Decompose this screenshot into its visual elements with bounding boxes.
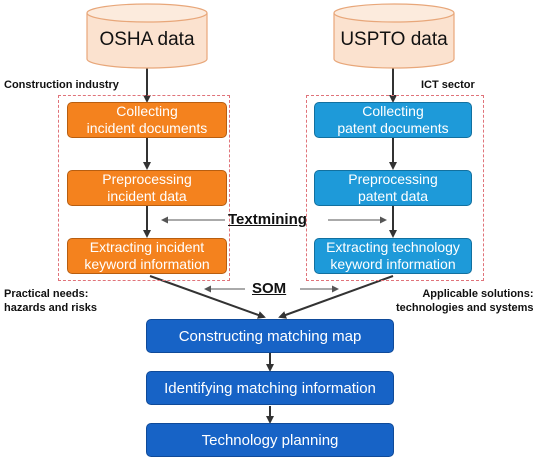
- collecting-incident-documents-box: Collecting incident documents: [67, 102, 227, 138]
- construction-group-frame: [58, 95, 230, 281]
- extracting-technology-keyword-box: Extracting technology keyword informatio…: [314, 238, 472, 274]
- uspto-data-label: USPTO data: [340, 29, 448, 50]
- som-label: SOM: [252, 280, 287, 297]
- constructing-matching-map-box: Constructing matching map: [146, 319, 394, 353]
- preprocessing-patent-data-box: Preprocessing patent data: [314, 170, 472, 206]
- practical-needs-caption: Practical needs: hazards and risks: [4, 288, 97, 314]
- textmining-label: Textmining: [228, 211, 307, 228]
- identifying-matching-information-box: Identifying matching information: [146, 371, 394, 405]
- ict-sector-caption: ICT sector: [421, 79, 475, 91]
- osha-data-label: OSHA data: [99, 29, 195, 50]
- ict-group-frame: [306, 95, 484, 281]
- uspto-database-icon: USPTO data: [333, 3, 455, 69]
- arrow-right-to-matching-map: [278, 275, 394, 319]
- technology-planning-box: Technology planning: [146, 423, 394, 457]
- arrow-left-to-matching-map: [149, 275, 266, 319]
- collecting-patent-documents-box: Collecting patent documents: [314, 102, 472, 138]
- extracting-incident-keyword-box: Extracting incident keyword information: [67, 238, 227, 274]
- applicable-solutions-caption: Applicable solutions: technologies and s…: [396, 288, 534, 314]
- osha-database-icon: OSHA data: [86, 3, 208, 69]
- preprocessing-incident-data-box: Preprocessing incident data: [67, 170, 227, 206]
- construction-industry-caption: Construction industry: [4, 79, 119, 91]
